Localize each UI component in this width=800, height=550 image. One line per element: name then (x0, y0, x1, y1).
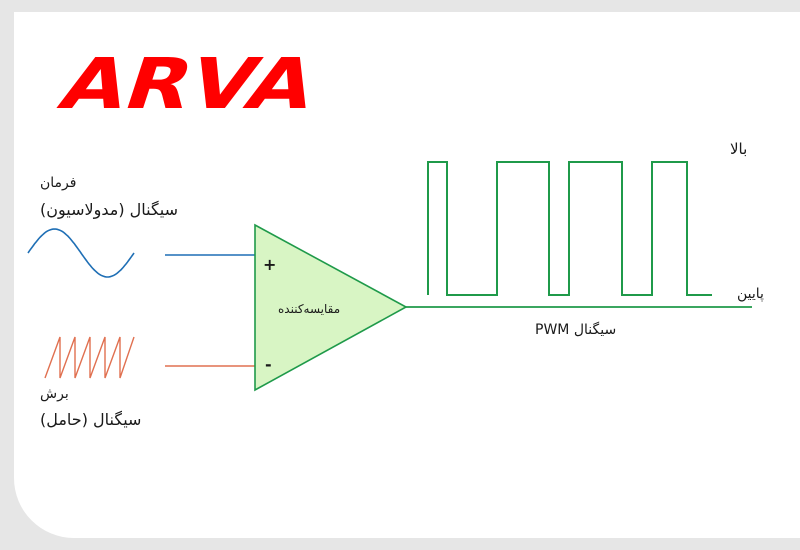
diagram-card (14, 12, 800, 538)
low-label: پایین (737, 286, 764, 302)
logo-text: ARVA (51, 43, 328, 125)
high-label: بالا (730, 140, 748, 158)
plus-sign: + (263, 255, 277, 274)
comparator-label: مقایسه‌کننده (278, 302, 341, 316)
arva-logo: ARVA (51, 43, 328, 125)
command-signal-label: سیگنال (مدولاسیون) (40, 200, 179, 219)
command-word-label: فرمان (40, 175, 77, 191)
comparator-triangle (254, 223, 408, 392)
cut-word-label: برش (40, 386, 69, 402)
modulating-sine-wave (27, 228, 135, 278)
minus-sign: - (265, 355, 272, 374)
carrier-triangle-wave (44, 336, 135, 379)
pwm-signal-label: سیگنال PWM (535, 322, 617, 338)
carrier-signal-label: سیگنال (حامل) (40, 410, 142, 429)
pwm-waveform (427, 161, 712, 296)
